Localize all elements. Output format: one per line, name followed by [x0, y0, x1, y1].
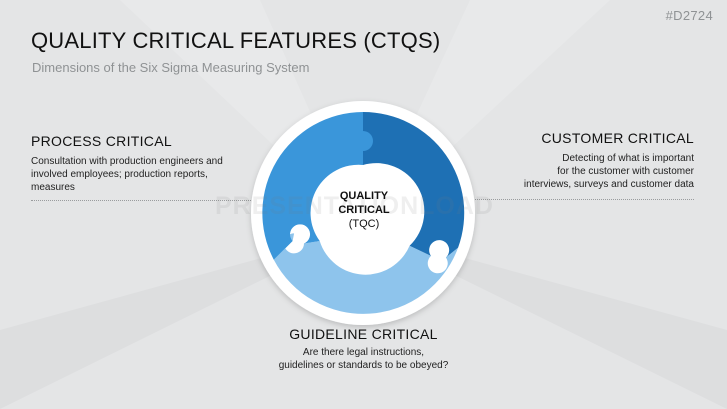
- customer-critical-title: CUSTOMER CRITICAL: [541, 130, 694, 146]
- process-divider: [31, 200, 261, 201]
- center-line-1: QUALITY: [339, 190, 389, 202]
- customer-critical-block: CUSTOMER CRITICAL Detecting of what is i…: [474, 130, 694, 191]
- center-circle: [317, 167, 409, 259]
- document-id: #D2724: [665, 8, 713, 23]
- guideline-critical-block: GUIDELINE CRITICAL Are there legal instr…: [250, 326, 477, 372]
- guideline-line-1: Are there legal instructions,: [302, 347, 425, 358]
- guideline-line-2: guidelines or standards to be obeyed?: [278, 360, 449, 371]
- segment-guideline: [273, 233, 459, 314]
- customer-line-1: Detecting of what is important: [562, 153, 694, 164]
- guideline-critical-description: Are there legal instructions, guidelines…: [250, 346, 477, 372]
- watermark: PRESENTATIONLOAD: [215, 192, 494, 220]
- center-line-3: (TQC): [348, 218, 380, 230]
- center-label: QUALITY CRITICAL (TQC): [314, 189, 414, 231]
- process-critical-title: PROCESS CRITICAL: [31, 133, 172, 149]
- page-title: QUALITY CRITICAL FEATURES (CTQS): [31, 28, 441, 53]
- segment-process: [262, 112, 373, 260]
- customer-line-3: interviews, surveys and customer data: [523, 179, 694, 190]
- segment-customer: [353, 111, 465, 258]
- center-line-2: CRITICAL: [338, 204, 390, 216]
- customer-critical-description: Detecting of what is important for the c…: [474, 152, 694, 191]
- customer-divider: [466, 199, 694, 200]
- process-critical-description: Consultation with production engineers a…: [31, 156, 223, 193]
- guideline-critical-title: GUIDELINE CRITICAL: [289, 326, 438, 342]
- customer-line-2: for the customer with customer: [557, 166, 694, 177]
- page-subtitle: Dimensions of the Six Sigma Measuring Sy…: [32, 60, 310, 75]
- process-critical-block: PROCESS CRITICAL Consultation with produ…: [31, 133, 231, 194]
